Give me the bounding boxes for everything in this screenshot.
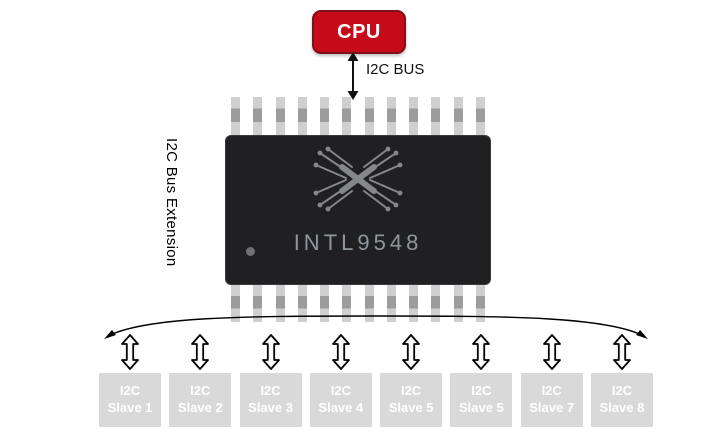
slave-row: I2C Slave 1 I2C Slave 2 I2C Slave 3 <box>99 334 653 427</box>
slave-column: I2C Slave 5 <box>450 334 513 427</box>
chip-pin <box>342 285 352 322</box>
slave-column: I2C Slave 1 <box>99 334 161 427</box>
chip-pin <box>364 97 374 136</box>
chip-pin <box>364 285 374 322</box>
chip-pin <box>320 97 330 136</box>
slave-label-line1: I2C <box>260 383 281 399</box>
chip-pin <box>297 285 307 322</box>
chip-pin <box>431 97 441 136</box>
slave-label-line2: Slave 5 <box>458 400 504 415</box>
chip-pin1-dot <box>246 247 255 256</box>
chip-pin <box>297 97 307 136</box>
chip-pin <box>342 97 352 136</box>
slave-label-line2: Slave 7 <box>529 400 575 415</box>
double-arrow-icon <box>261 334 280 370</box>
slave-label-line2: Slave 5 <box>388 400 434 415</box>
slave-box: I2C Slave 1 <box>99 373 161 427</box>
slave-label-line1: I2C <box>401 383 422 399</box>
slave-label-line1: I2C <box>541 383 562 399</box>
chip-part-number: INTL9548 <box>293 230 423 255</box>
chip-pin <box>386 285 396 322</box>
chip-pin <box>475 285 485 322</box>
slave-column: I2C Slave 7 <box>520 334 583 427</box>
slave-label-line1: I2C <box>119 383 141 399</box>
chip-logo-icon <box>313 146 403 212</box>
slave-label-line2: Slave 1 <box>107 400 153 415</box>
slave-column: I2C Slave 3 <box>239 334 302 427</box>
slave-label-line2: Slave 3 <box>248 400 293 415</box>
fanout-curve <box>104 315 648 339</box>
chip-pin <box>275 285 285 322</box>
cpu-bus-arrow-icon <box>347 52 359 100</box>
slave-box: I2C Slave 5 <box>380 373 443 427</box>
slave-box: I2C Slave 8 <box>590 373 653 427</box>
chip-pin <box>231 285 240 322</box>
double-arrow-icon <box>402 334 421 370</box>
slave-label-line1: I2C <box>611 383 633 399</box>
chip-pin <box>453 97 463 136</box>
slave-label-line2: Slave 4 <box>318 400 364 415</box>
slave-label-line2: Slave 2 <box>177 400 223 415</box>
chip-pin <box>231 97 240 136</box>
chip-pin <box>253 285 263 322</box>
double-arrow-icon <box>542 334 561 370</box>
chip-pin <box>409 97 419 136</box>
chip-pin <box>253 97 263 136</box>
double-arrow-icon <box>613 334 631 370</box>
chip-pin <box>320 285 330 322</box>
slave-column: I2C Slave 5 <box>380 334 443 427</box>
cpu-label: CPU <box>337 20 381 43</box>
slave-box: I2C Slave 2 <box>169 373 232 427</box>
double-arrow-icon <box>191 334 210 370</box>
cpu-box: CPU <box>312 10 406 54</box>
slave-box: I2C Slave 5 <box>450 373 513 427</box>
slave-box: I2C Slave 4 <box>309 373 372 427</box>
double-arrow-icon <box>331 334 350 370</box>
chip-pins-bottom <box>226 285 490 322</box>
bus-label: I2C BUS <box>366 61 425 78</box>
slave-label-line2: Slave 8 <box>599 400 645 415</box>
side-label: I2C Bus Extension <box>163 138 180 267</box>
double-arrow-icon <box>121 334 139 370</box>
slave-column: I2C Slave 4 <box>309 334 372 427</box>
chip-pin <box>409 285 419 322</box>
chip-pin <box>453 285 463 322</box>
chip-pin <box>386 97 396 136</box>
chip-body: INTL9548 <box>225 135 491 285</box>
slave-label-line1: I2C <box>190 383 211 399</box>
double-arrow-icon <box>472 334 491 370</box>
slave-box: I2C Slave 3 <box>239 373 302 427</box>
chip-pin <box>475 97 485 136</box>
slave-column: I2C Slave 2 <box>169 334 232 427</box>
slave-label-line1: I2C <box>330 383 351 399</box>
chip-pin <box>431 285 441 322</box>
slave-column: I2C Slave 8 <box>590 334 653 427</box>
chip-pin <box>275 97 285 136</box>
chip-pins-top <box>226 97 490 136</box>
slave-label-line1: I2C <box>471 383 492 399</box>
slave-box: I2C Slave 7 <box>520 373 583 427</box>
